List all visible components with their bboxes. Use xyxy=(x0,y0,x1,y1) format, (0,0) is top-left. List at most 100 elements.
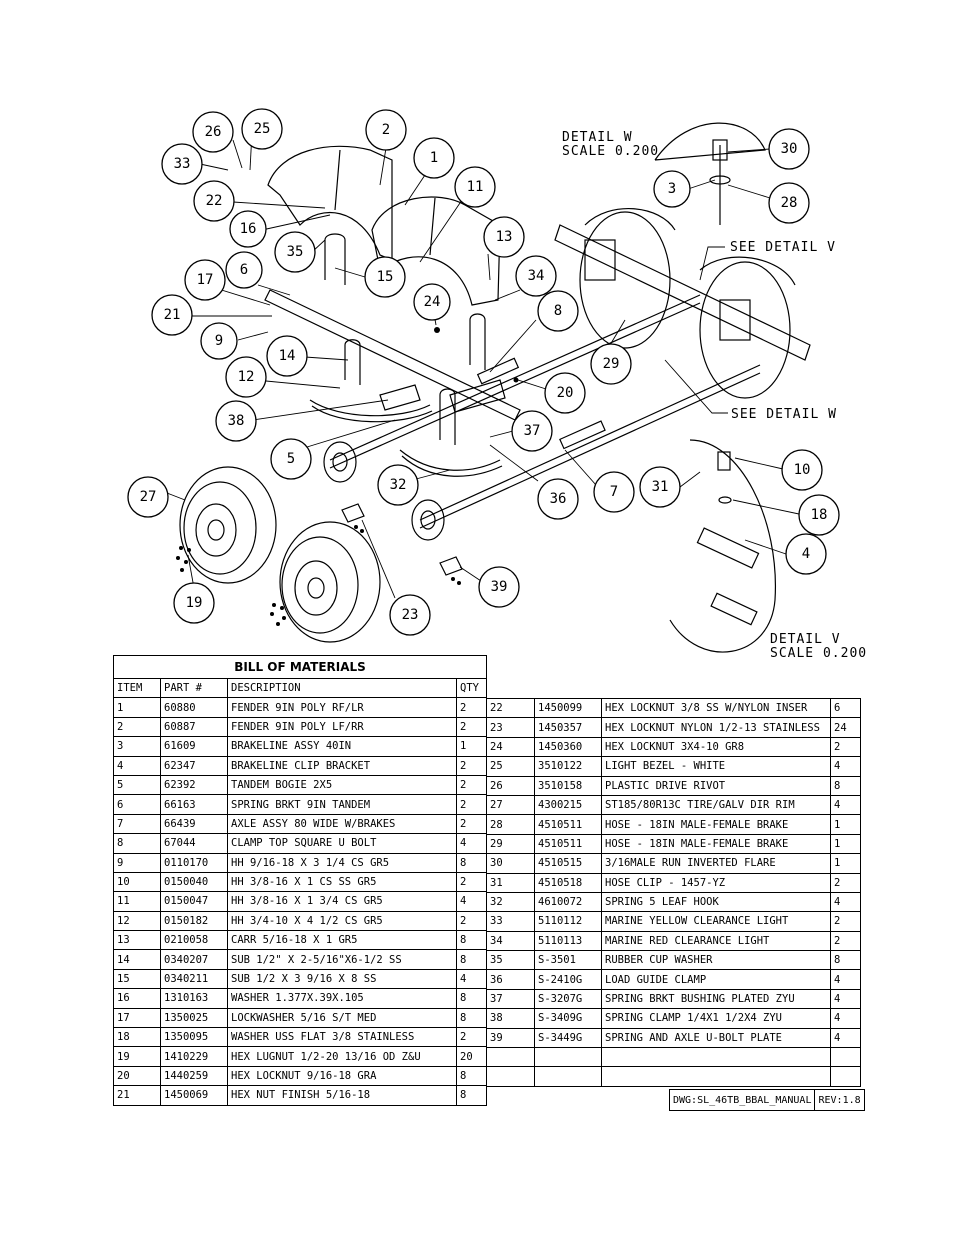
callout-38: 38 xyxy=(228,413,245,429)
bom-cell-qty: 6 xyxy=(830,697,861,719)
bom-cell-desc: SPRING 5 LEAF HOOK xyxy=(601,891,831,913)
bom-cell-qty: 2 xyxy=(830,911,861,932)
bom-cell-qty: 1 xyxy=(830,853,861,874)
callout-balloon-5 xyxy=(270,438,312,480)
bom-cell-desc: LOCKWASHER 5/16 S/T MED xyxy=(227,1007,457,1029)
bom-cell-part: 5110112 xyxy=(534,911,602,932)
bom-cell-part: S-3207G xyxy=(534,988,602,1010)
bom-cell-part: 1410229 xyxy=(160,1046,228,1067)
callout-7: 7 xyxy=(610,484,618,500)
callout-balloon-38 xyxy=(215,400,257,442)
bom-cell-part: S-3409G xyxy=(534,1008,602,1029)
bom-cell-part: 4510518 xyxy=(534,872,602,893)
see-detail-w-label: SEE DETAIL W xyxy=(731,407,837,422)
bom-cell-part: S-3449G xyxy=(534,1027,602,1049)
bom-cell-desc: HH 3/8-16 X 1 3/4 CS GR5 xyxy=(227,891,457,912)
bom-cell-desc xyxy=(601,1047,831,1068)
bom-cell-item: 23 xyxy=(486,717,535,738)
callout-balloon-28 xyxy=(768,182,810,224)
callout-balloon-22 xyxy=(193,180,235,222)
callout-balloon-35 xyxy=(274,231,316,273)
bom-cell-desc: SPRING BRKT 9IN TANDEM xyxy=(227,794,457,815)
bom-cell-qty: 2 xyxy=(456,794,487,815)
bom-cell-desc: BRAKELINE CLIP BRACKET xyxy=(227,755,457,776)
callout-20: 20 xyxy=(557,385,574,401)
bom-cell-part: 67044 xyxy=(160,833,228,854)
bom-row xyxy=(486,1066,861,1087)
bom-cell-desc: HOSE CLIP - 1457-YZ xyxy=(601,872,831,893)
bom-cell-desc: LOAD GUIDE CLAMP xyxy=(601,969,831,990)
bom-cell-qty: 4 xyxy=(830,988,861,1010)
bom-cell-qty: 2 xyxy=(456,774,487,796)
bom-cell-qty: 2 xyxy=(456,871,487,893)
bom-cell-desc: HEX LOCKNUT 3/8 SS W/NYLON INSER xyxy=(601,697,831,719)
bom-cell-part: 0150182 xyxy=(160,910,228,932)
drawing-title-block: DWG:SL_46TB_BBAL_MANUAL REV:1.8 xyxy=(669,1089,865,1111)
callout-balloon-27 xyxy=(127,476,169,518)
bom-cell-item: 8 xyxy=(113,833,161,854)
detail-w-view xyxy=(654,122,766,161)
bom-cell-qty: 20 xyxy=(456,1046,487,1067)
callout-balloon-13 xyxy=(483,216,525,258)
callout-31: 31 xyxy=(652,479,669,495)
bom-cell-part: 4510511 xyxy=(534,814,602,835)
bom-cell-part: 0210058 xyxy=(160,930,228,951)
callout-balloon-10 xyxy=(781,449,823,491)
bom-cell-qty xyxy=(830,1066,861,1087)
bom-cell-part: 4610072 xyxy=(534,891,602,913)
bom-cell-qty: 8 xyxy=(830,775,861,796)
bom-cell-part: 62392 xyxy=(160,774,228,796)
leaf-spring-front xyxy=(309,399,431,417)
bom-cell-qty: 4 xyxy=(830,969,861,990)
bom-cell-qty: 2 xyxy=(830,736,861,758)
bom-table-left: BILL OF MATERIALS ITEM PART # DESCRIPTIO… xyxy=(113,655,487,1106)
bom-cell-qty: 4 xyxy=(456,968,487,990)
bom-cell-part: 61609 xyxy=(160,736,228,757)
bom-cell-item: 19 xyxy=(113,1046,161,1067)
callout-36: 36 xyxy=(550,491,567,507)
detail-w-title: DETAIL W xyxy=(562,130,633,145)
bom-cell-part: 60887 xyxy=(160,716,228,738)
bom-cell-part: 4510515 xyxy=(534,853,602,874)
tire-right-rear xyxy=(579,211,671,349)
bom-cell-part: 4510511 xyxy=(534,833,602,855)
bom-cell-part: 1450099 xyxy=(534,697,602,719)
bom-cell-item: 25 xyxy=(486,756,535,777)
detail-v-view xyxy=(669,439,777,653)
bom-cell-item: 13 xyxy=(113,930,161,951)
callout-21: 21 xyxy=(164,307,181,323)
callout-balloon-20 xyxy=(544,372,586,414)
fender-left-front xyxy=(371,196,501,306)
bom-cell-part: 3510122 xyxy=(534,756,602,777)
bom-cell-item: 3 xyxy=(113,736,161,757)
bom-cell-qty: 2 xyxy=(456,755,487,776)
bom-cell-item: 16 xyxy=(113,988,161,1009)
callout-33: 33 xyxy=(174,156,191,172)
bom-cell-item: 9 xyxy=(113,852,161,873)
bom-cell-part: 4300215 xyxy=(534,794,602,816)
bom-cell-part: 0150040 xyxy=(160,871,228,893)
bom-cell-desc: TANDEM BOGIE 2X5 xyxy=(227,774,457,796)
bom-cell-item: 27 xyxy=(486,794,535,816)
bom-cell-qty: 2 xyxy=(456,910,487,932)
bom-cell-part: 1450360 xyxy=(534,736,602,758)
axle-front xyxy=(329,294,701,461)
bom-cell-part: 1440259 xyxy=(160,1065,228,1087)
callout-balloon-14 xyxy=(266,335,308,377)
bom-header-row: ITEM PART # DESCRIPTION QTY xyxy=(113,677,487,699)
bom-cell-desc: RUBBER CUP WASHER xyxy=(601,950,831,971)
bom-cell-item: 11 xyxy=(113,891,161,912)
frame-rail-right xyxy=(554,224,811,361)
